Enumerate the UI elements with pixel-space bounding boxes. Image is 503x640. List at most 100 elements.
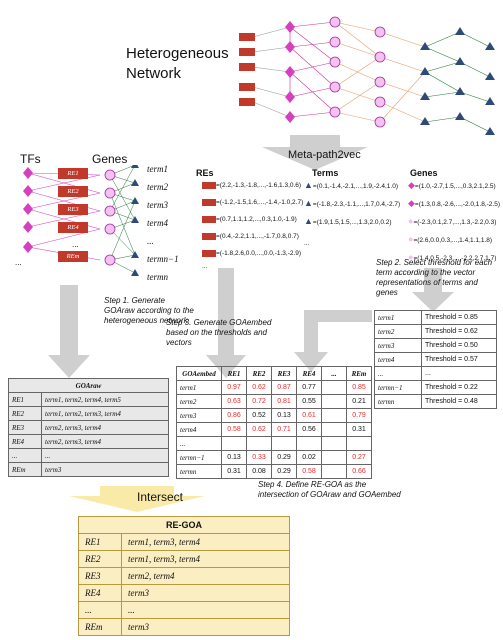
threshold-term: term3	[374, 338, 422, 353]
meta-path2vec-label: Meta-path2vec	[288, 149, 361, 161]
left-term-1: term1	[147, 164, 168, 174]
goa-embed-cell	[221, 436, 247, 451]
re-goa-re: RE3	[78, 567, 122, 585]
goa-embed-cell: 0.58	[296, 464, 322, 479]
re-goa-terms: term1, term3, term4	[121, 550, 290, 568]
table-row: ......	[8, 448, 169, 463]
re-goa-terms: term2, term4	[121, 567, 290, 585]
step2-text: Step 2. Select threshold for each term a…	[376, 258, 493, 297]
goa-embed-cell: 0.72	[246, 394, 272, 409]
goa-embed-cell: 0.63	[221, 394, 247, 409]
threshold-term: term1	[374, 310, 422, 325]
genes-label: Genes	[92, 152, 128, 166]
threshold-term: termn−1	[374, 380, 422, 395]
goa-embed-cell: 0.21	[346, 394, 372, 409]
threshold-term: term2	[374, 324, 422, 339]
re-goa-re: RE1	[78, 533, 122, 551]
tf-gene-term-network: ... ...	[15, 165, 139, 276]
table-row: ......	[78, 601, 290, 619]
gene-vector: =(1.3,0.8,-2.6,...,-2.0,1.8,-2.5)	[414, 201, 501, 208]
goa-raw-re: RE3	[8, 420, 42, 435]
threshold-value: Threshold = 0.48	[421, 394, 497, 409]
re-goa-re: RE2	[78, 550, 122, 568]
goa-raw-terms: term3	[41, 462, 169, 477]
goa-embed-cell	[321, 450, 347, 465]
re-goa-re: ...	[78, 601, 122, 619]
gene-vectors: ◆=(1.0,-2.7,1.5,...,0.3,2.1,2.5) ◆=(1.3,…	[408, 180, 501, 275]
left-term-2: term2	[147, 182, 168, 192]
threshold-value: Threshold = 0.85	[421, 310, 497, 325]
intersect-label: Intersect	[137, 490, 184, 504]
goa-embed-cell: term2	[176, 394, 222, 409]
re-vector: =(2.2,-1.3,-1.8,...,-1.6,1.3,0.6)	[216, 182, 302, 189]
goa-embed-cell	[321, 408, 347, 423]
left-term-n-1: termn−1	[147, 254, 179, 264]
goa-embed-cell: 0.31	[221, 464, 247, 479]
goa-embed-cell	[246, 436, 272, 451]
goa-embed-cell: 0.97	[221, 380, 247, 395]
meta-path2vec-arrow	[262, 135, 368, 170]
goa-embed-cell: 0.29	[271, 450, 297, 465]
goa-embed-cell: 0.66	[346, 464, 372, 479]
goa-embed-cell: 0.71	[271, 422, 297, 437]
goa-raw-re: RE1	[8, 392, 42, 407]
goa-embed-header: REm	[346, 366, 372, 381]
goa-embed-header: RE2	[246, 366, 272, 381]
goa-embed-cell	[271, 436, 297, 451]
goa-embed-cell: 0.85	[346, 380, 372, 395]
goa-embed-cell: 0.55	[296, 394, 322, 409]
re-box: RE4	[58, 222, 88, 233]
table-row: ...	[176, 436, 372, 451]
goa-raw-terms: term1, term2, term3, term4	[41, 406, 169, 421]
step4-text: Step 4. Define RE-GOA as the intersectio…	[258, 480, 401, 499]
goa-embed-cell: 0.77	[296, 380, 322, 395]
goa-embed-cell: 0.62	[246, 380, 272, 395]
threshold-term: termn	[374, 394, 422, 409]
left-term-3: term3	[147, 200, 168, 210]
svg-text:...: ...	[72, 240, 79, 249]
gene-vector: =(2.6,0.0,0.3,...,1.4,1.1,1.8)	[413, 237, 493, 244]
goa-embed-header: ...	[321, 366, 347, 381]
re-goa-re: REm	[78, 618, 122, 636]
goa-embed-cell: 0.02	[296, 450, 322, 465]
goa-embed-cell: 0.81	[271, 394, 297, 409]
goa-embed-header: RE4	[296, 366, 322, 381]
step3-text: Step 3. Generate GOAembed based on the t…	[166, 318, 272, 347]
threshold-value: Threshold = 0.62	[421, 324, 497, 339]
term-vector: =(0.1,-1.4,-2.1,...,1.9,-2.4,1.0)	[312, 183, 399, 190]
re-box: RE1	[58, 168, 88, 179]
goa-embed-cell: 0.86	[221, 408, 247, 423]
goa-embed-cell: 0.13	[271, 408, 297, 423]
goa-embed-cell: term1	[176, 380, 222, 395]
threshold-term: term4	[374, 352, 422, 367]
goa-embed-cell: 0.56	[296, 422, 322, 437]
re-goa-re: RE4	[78, 584, 122, 602]
goa-embed-cell: term3	[176, 408, 222, 423]
gene-vector: =(1.4,0.5,-2.3,...,-2.2,2.7,1.7)	[413, 255, 497, 262]
goa-raw-header: GOAraw	[8, 378, 169, 393]
table-row: ......	[374, 366, 497, 381]
re-goa-terms: ...	[121, 601, 290, 619]
re-box: RE2	[58, 186, 88, 197]
heterogeneous-network-graphic	[239, 16, 495, 135]
goa-embed-cell: 0.58	[221, 422, 247, 437]
gene-vector: =(-2.3,0.1,2.7,...,1.3,-2.2,0.3)	[413, 219, 497, 226]
re-box: REm	[58, 251, 88, 262]
goa-embed-header: GOAembed	[176, 366, 222, 381]
tfs-label: TFs	[20, 152, 41, 166]
